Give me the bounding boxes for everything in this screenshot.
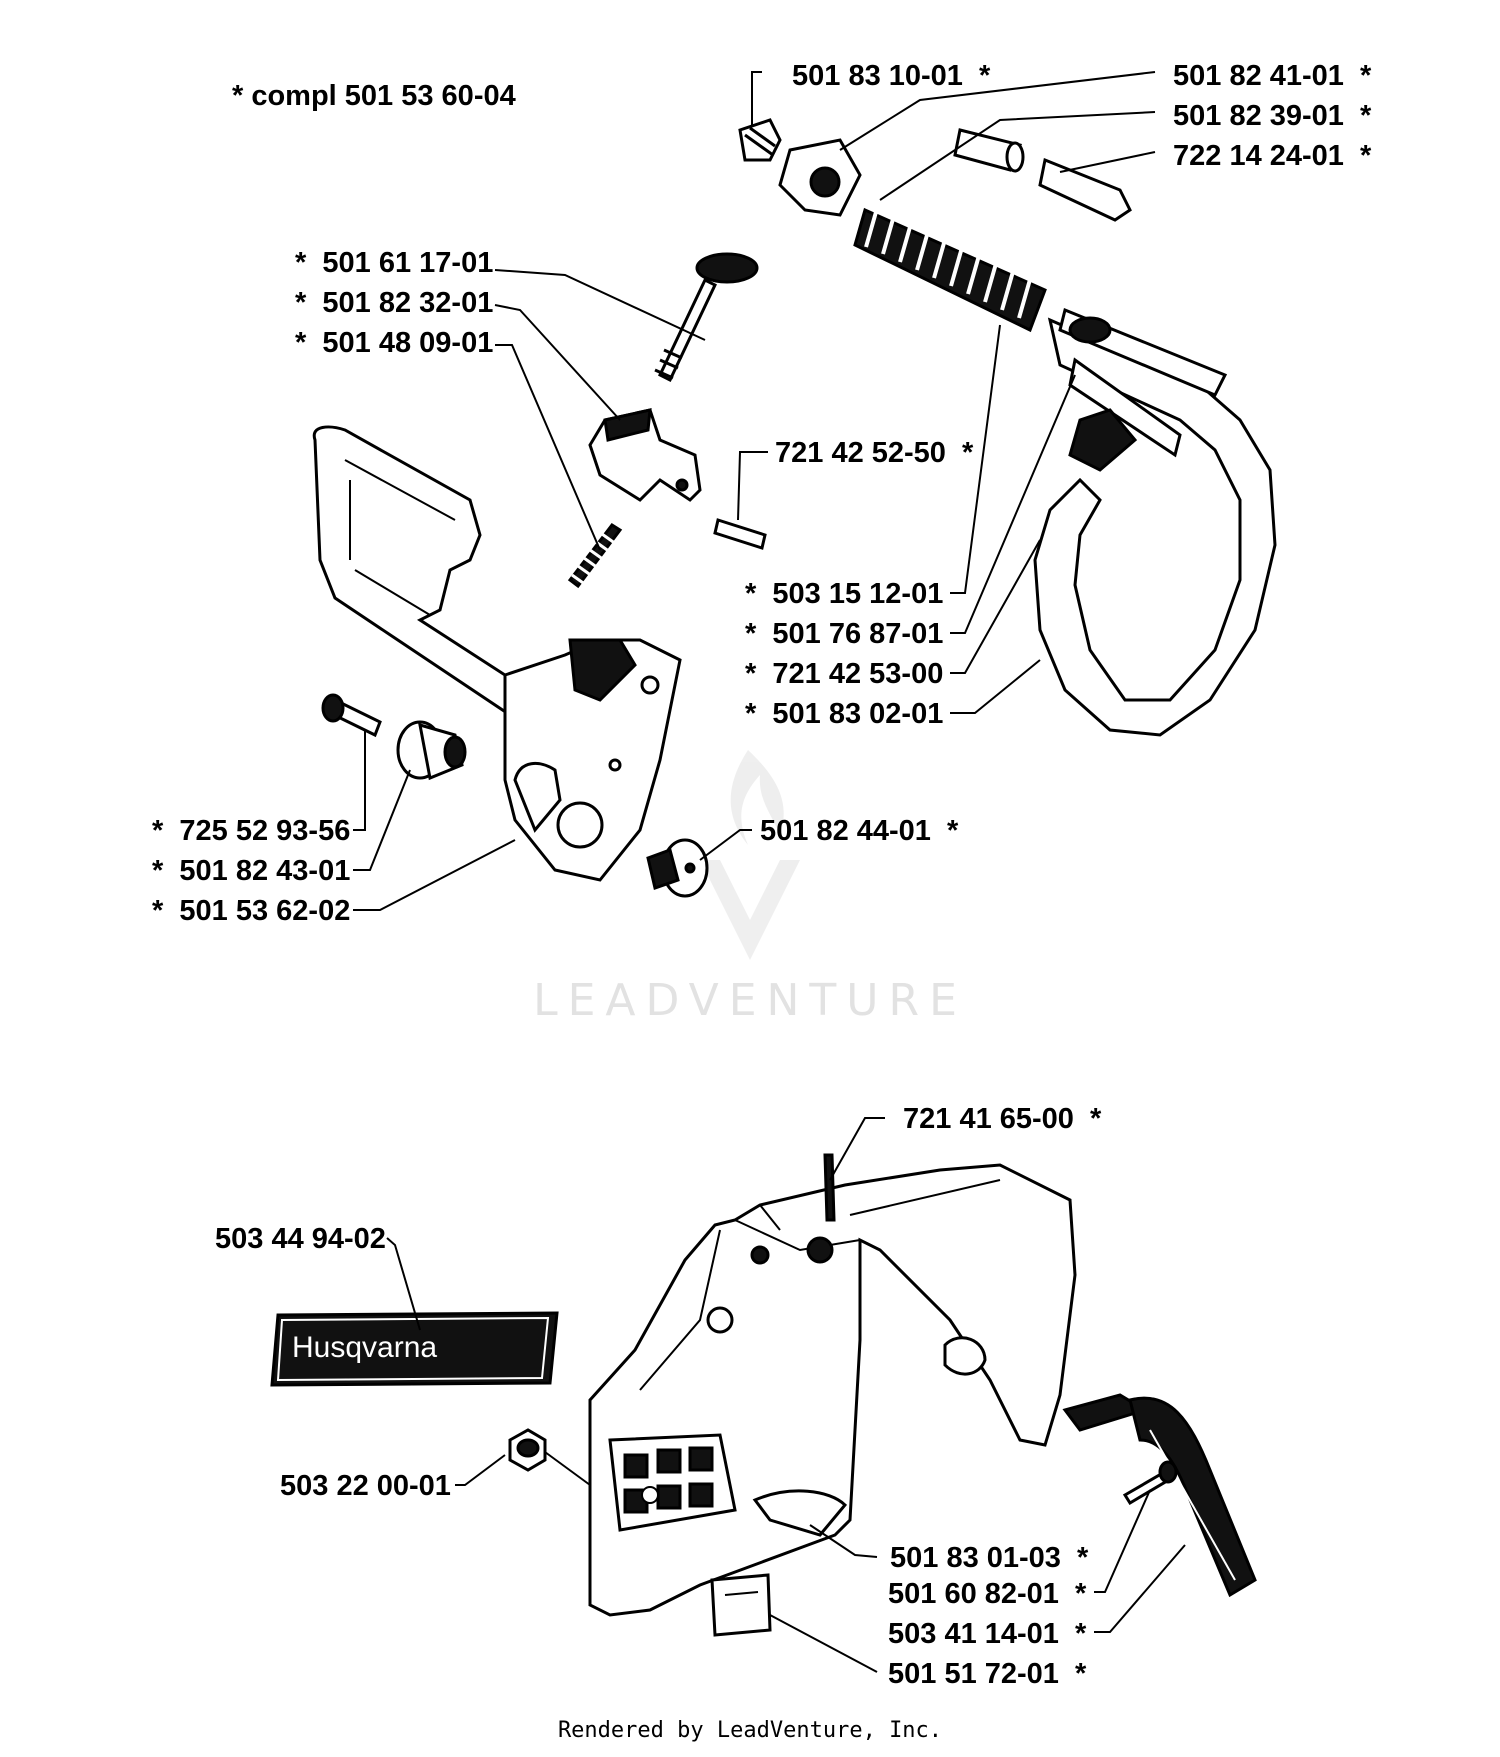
screw-501-60-82-01 — [1122, 1460, 1178, 1506]
label-722-14-24-01: 722 14 24-01 * — [1173, 140, 1372, 172]
leader-lines-bottom — [386, 1117, 1186, 1673]
label-501-61-17-01: * 501 61 17-01 — [295, 247, 493, 279]
watermark-text: LEADVENTURE — [533, 975, 967, 1026]
brake-lever — [588, 408, 702, 502]
pin-721-41-65-00 — [823, 1153, 836, 1222]
watermark-logo — [700, 750, 800, 960]
brake-spring-small — [567, 523, 623, 589]
label-501-82-43-01: * 501 82 43-01 — [152, 855, 350, 887]
label-501-60-82-01: 501 60 82-01 * — [888, 1578, 1087, 1610]
label-501-82-32-01: * 501 82 32-01 — [295, 287, 493, 319]
complete-assembly-note: * compl 501 53 60-04 — [232, 80, 516, 112]
label-725-52-93-56: * 725 52 93-56 — [152, 815, 350, 847]
bolt-725-52-93-56 — [321, 693, 382, 738]
brake-lever-bolt — [654, 252, 759, 383]
label-501-83-10-01: 501 83 10-01 * — [792, 60, 991, 92]
footer-credit: Rendered by LeadVenture, Inc. — [557, 1718, 943, 1743]
front-hand-guard — [312, 425, 682, 882]
brake-nut — [738, 118, 782, 162]
label-501-48-09-01: * 501 48 09-01 — [295, 327, 493, 359]
label-721-42-53-00: * 721 42 53-00 — [745, 658, 943, 690]
label-501-53-62-02: * 501 53 62-02 — [152, 895, 350, 927]
decal-text: Husqvarna — [292, 1331, 437, 1364]
label-501-76-87-01: * 501 76 87-01 — [745, 618, 943, 650]
leader-lines-top — [353, 71, 1156, 911]
label-503-15-12-01: * 503 15 12-01 — [745, 578, 943, 610]
label-501-82-39-01: 501 82 39-01 * — [1173, 100, 1372, 132]
brake-spring-large — [853, 204, 1047, 333]
screw-501-82-44-01 — [646, 838, 709, 898]
label-503-22-00-01: 503 22 00-01 — [280, 1470, 451, 1502]
husqvarna-decal: Husqvarna — [270, 1311, 559, 1387]
label-503-44-94-02: 503 44 94-02 — [215, 1223, 386, 1255]
label-503-41-14-01: 503 41 14-01 * — [888, 1618, 1087, 1650]
nut-503-22-00-01 — [508, 1428, 547, 1472]
pin-721-42-52-50 — [713, 518, 767, 550]
label-501-51-72-01: 501 51 72-01 * — [888, 1658, 1087, 1690]
plate-501-51-72-01 — [710, 1573, 772, 1637]
clutch-cover — [588, 1163, 1077, 1617]
pin-722-14-24-01 — [1038, 157, 1132, 222]
label-501-83-01-03: 501 83 01-03 * — [890, 1542, 1089, 1574]
label-501-83-02-01: * 501 83 02-01 — [745, 698, 943, 730]
spacer-501-82-43-01 — [396, 720, 467, 781]
brake-block — [778, 138, 862, 217]
deflector-503-41-14-01 — [1128, 1396, 1257, 1598]
label-501-82-41-01: 501 82 41-01 * — [1173, 60, 1372, 92]
sleeve — [953, 128, 1025, 173]
label-501-82-44-01: 501 82 44-01 * — [760, 815, 959, 847]
brake-band — [1033, 307, 1277, 737]
label-721-41-65-00: 721 41 65-00 * — [903, 1103, 1102, 1135]
label-721-42-52-50: 721 42 52-50 * — [775, 437, 974, 469]
